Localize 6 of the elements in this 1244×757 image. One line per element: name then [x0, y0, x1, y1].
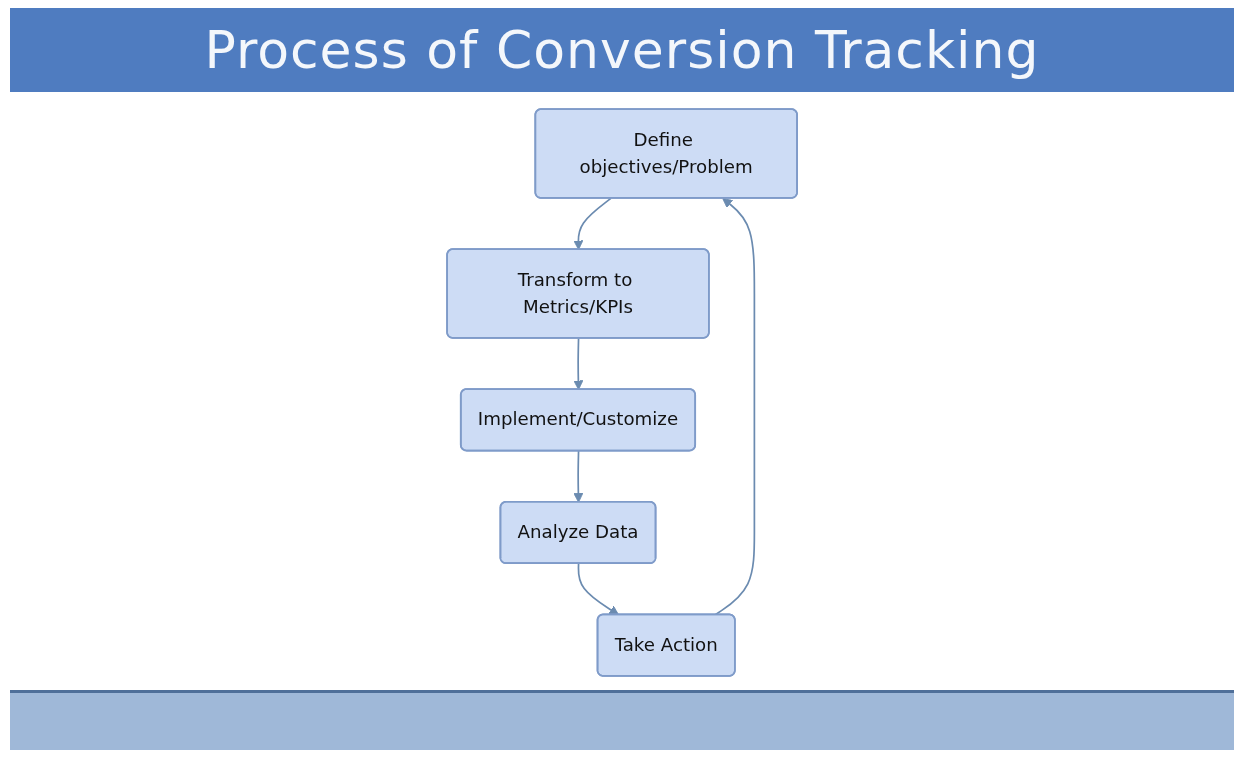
arrow [713, 198, 756, 616]
arrow [573, 450, 584, 503]
arrow [573, 337, 584, 391]
title-banner: Process of Conversion Tracking [10, 8, 1234, 92]
arrow [577, 562, 619, 616]
arrow [573, 197, 612, 251]
